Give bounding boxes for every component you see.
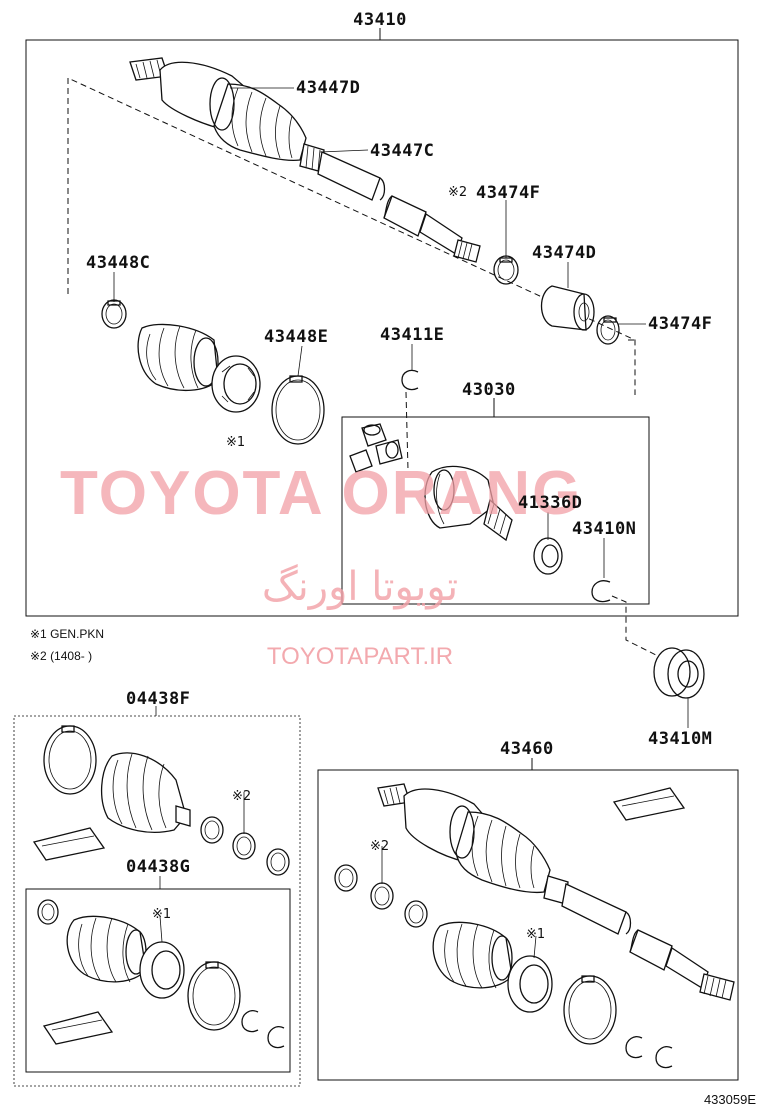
leader-lines bbox=[113, 87, 646, 959]
label-43410n: 43410N bbox=[572, 519, 636, 539]
watermark-brand: TOYOTA ORANG bbox=[60, 459, 582, 528]
note-gen-pkn: ※1 GEN.PKN bbox=[30, 627, 104, 641]
boot-kit-g-drawing bbox=[37, 899, 285, 1049]
label-43460: 43460 bbox=[500, 739, 554, 759]
inner-boot bbox=[137, 323, 219, 392]
label-04438g: 04438G bbox=[126, 857, 190, 877]
label-main-assembly: 43410 bbox=[353, 10, 407, 30]
label-43410m: 43410M bbox=[648, 729, 712, 749]
label-43447d: 43447D bbox=[296, 78, 360, 98]
inner-housing-1 bbox=[211, 355, 261, 413]
clamp-43474f-right bbox=[596, 315, 620, 345]
mark-1-left: ※1 bbox=[226, 435, 245, 450]
seal-41336d bbox=[533, 537, 563, 575]
band-43448e bbox=[271, 375, 325, 445]
label-43411e: 43411E bbox=[380, 325, 444, 345]
label-04438f: 04438F bbox=[126, 689, 190, 709]
label-41336d: 41336D bbox=[518, 493, 582, 513]
mark-2-top: ※2 bbox=[448, 185, 467, 200]
inboard-joint-43030 bbox=[349, 423, 513, 542]
snap-ring-43410n bbox=[591, 580, 611, 603]
label-43447c: 43447C bbox=[370, 141, 434, 161]
snap-ring-43411e bbox=[401, 369, 419, 391]
inboard-joint-frame bbox=[341, 416, 650, 605]
label-43474f-top: 43474F bbox=[476, 183, 540, 203]
label-43448e: 43448E bbox=[264, 327, 328, 347]
clamp-43448c bbox=[101, 299, 127, 329]
watermark-persian: تویوتا اورنگ bbox=[262, 564, 458, 610]
boot-kit-f-drawing bbox=[32, 725, 290, 876]
main-assembly-frame bbox=[25, 39, 739, 617]
damper-43474d bbox=[540, 285, 595, 331]
figure-code: 433059E bbox=[704, 1092, 756, 1107]
assembly-rh-drawing bbox=[334, 783, 735, 1069]
mark-1-rh: ※1 bbox=[526, 927, 545, 942]
label-43448c: 43448C bbox=[86, 253, 150, 273]
mark-2-rh: ※2 bbox=[370, 839, 389, 854]
watermark-site: TOYOTAPART.IR bbox=[267, 643, 453, 670]
assembly-rh-frame bbox=[317, 769, 739, 1081]
label-43474f-right: 43474F bbox=[648, 314, 712, 334]
bearing-43410m bbox=[653, 647, 705, 728]
label-43030: 43030 bbox=[462, 380, 516, 400]
clamp-43474f-top bbox=[493, 255, 519, 285]
mark-2-kit-f: ※2 bbox=[232, 789, 251, 804]
boot-kit-g-frame bbox=[25, 888, 291, 1073]
note-date-range: ※2 (1408- ) bbox=[30, 649, 92, 663]
mark-1-kit-g: ※1 bbox=[152, 907, 171, 922]
label-43474d: 43474D bbox=[532, 243, 596, 263]
